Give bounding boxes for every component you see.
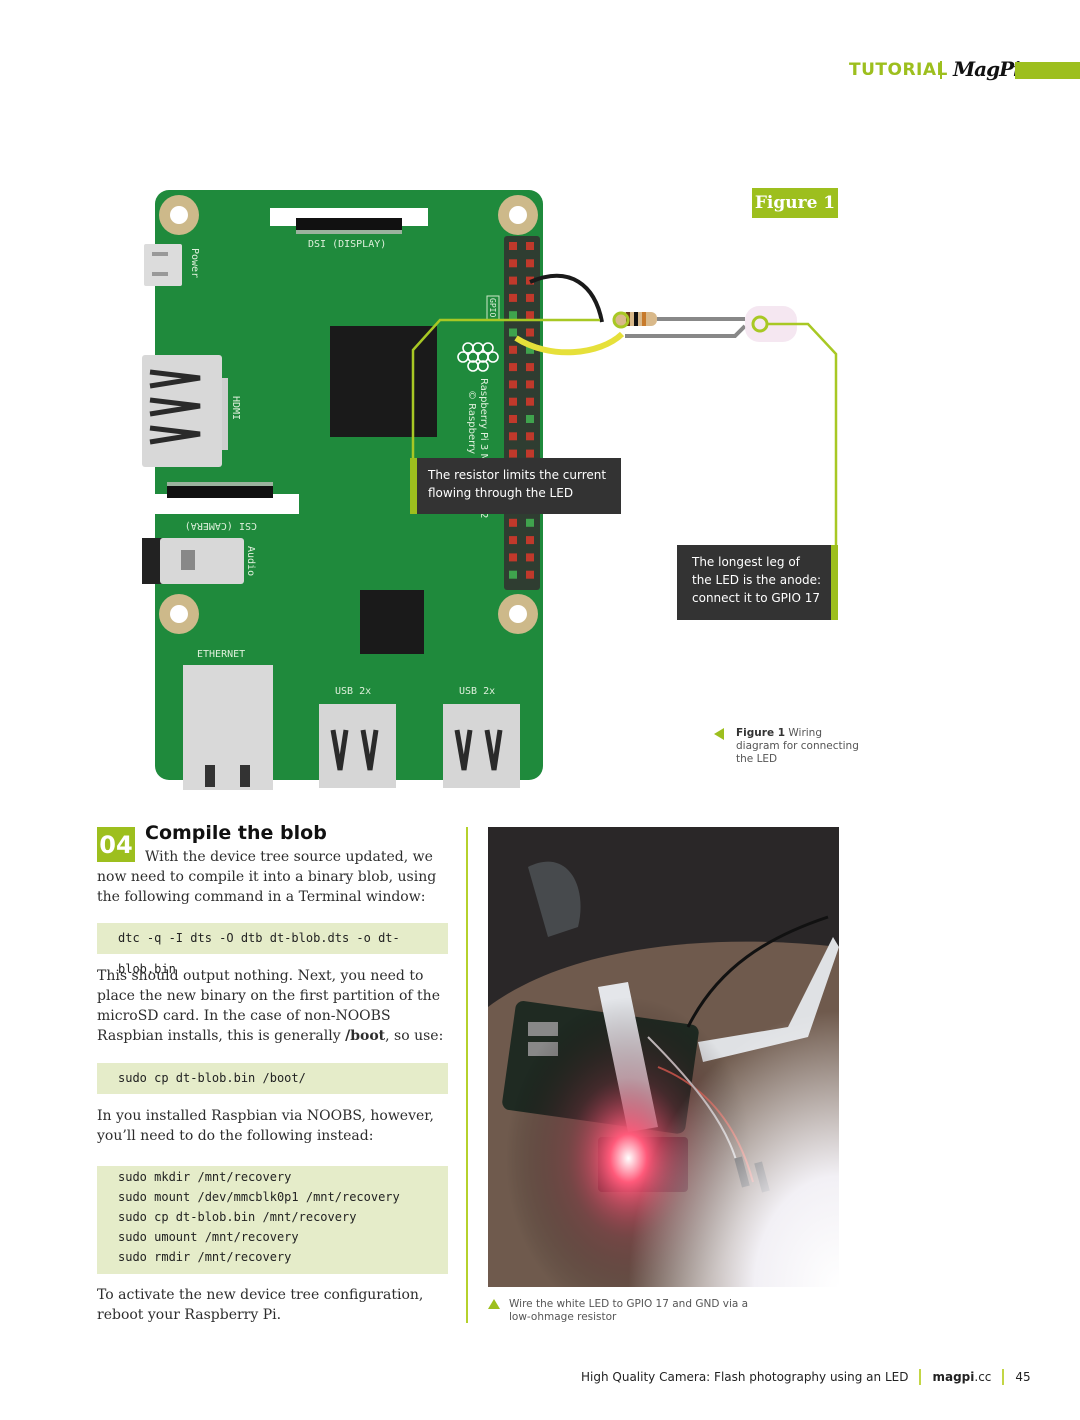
usb-label-2: USB 2x (459, 686, 495, 697)
header-divider (940, 61, 942, 79)
code-line: sudo mkdir /mnt/recovery (118, 1170, 292, 1184)
page-footer: High Quality Camera: Flash photography u… (581, 1369, 1031, 1385)
header-accent-bar (1015, 62, 1080, 79)
section-label: TUTORIAL (849, 60, 948, 80)
code-line: sudo rmdir /mnt/recovery (118, 1250, 292, 1264)
caption-label: Figure 1 (736, 727, 786, 739)
led-anode-callout: The longest leg of the LED is the anode:… (677, 545, 838, 620)
wiring-diagram: DSI (DISPLAY) ETHERNET USB 2x USB 2x Pow… (142, 190, 838, 790)
code-line: sudo umount /mnt/recovery (118, 1230, 299, 1244)
code-line: sudo mount /dev/mmcblk0p1 /mnt/recovery (118, 1190, 400, 1204)
gpio-label: GPIO (488, 298, 497, 317)
figure-badge: Figure 1 (752, 188, 838, 218)
callout-text: The longest leg of (692, 555, 800, 569)
code-block: sudo cp dt-blob.bin /boot/ (97, 1063, 448, 1094)
csi-label: CSI (CAMERA) (185, 520, 257, 531)
callout-text: flowing through the LED (428, 486, 574, 500)
step-title: Compile the blob (145, 822, 327, 844)
step-number-badge: 04 (97, 827, 135, 862)
magpi-logo: MagPi (953, 57, 1021, 81)
callout-text: The resistor limits the current (428, 468, 607, 482)
caption-text: Wiring diagram for connecting the LED (736, 727, 859, 765)
photo-caption: Wire the white LED to GPIO 17 and GND vi… (488, 1298, 769, 1324)
callout-text: connect it to GPIO 17 (692, 591, 820, 605)
callout-text: the LED is the anode: (692, 573, 822, 587)
usb-label-1: USB 2x (335, 686, 371, 697)
caption-arrow-up-icon (488, 1299, 500, 1309)
copyright-label: © Raspberry Pi 2015 (466, 390, 477, 494)
resistor-callout: The resistor limits the current flowing … (410, 458, 621, 514)
hdmi-label: HDMI (230, 396, 241, 420)
site-name-bold: magpi (932, 1370, 975, 1384)
dsi-label: DSI (DISPLAY) (308, 239, 386, 250)
code-line: sudo cp dt-blob.bin /mnt/recovery (118, 1210, 357, 1224)
paragraph: To activate the new device tree configur… (97, 1287, 424, 1323)
code-block-noobs: sudo mkdir /mnt/recovery sudo mount /dev… (97, 1166, 448, 1274)
code-block: dtc -q -I dts -O dtb dt-blob.dts -o dt-b… (97, 923, 448, 976)
site-link[interactable]: magpi.cc (932, 1370, 991, 1384)
paragraph: This should output nothing. Next, you ne… (97, 966, 449, 1046)
caption-arrow-left-icon (714, 728, 724, 740)
footer-divider (919, 1369, 922, 1385)
ethernet-label: ETHERNET (197, 649, 245, 660)
power-label: Power (189, 248, 200, 278)
audio-label: Audio (245, 546, 256, 576)
footer-divider (1002, 1369, 1005, 1385)
page-number: 45 (1015, 1370, 1031, 1384)
site-tld: .cc (974, 1370, 992, 1384)
paragraph: In you installed Raspbian via NOOBS, how… (97, 1108, 434, 1144)
led-setup-photo (488, 827, 839, 1287)
paragraph-text: This should output nothing. Next, you ne… (97, 968, 440, 1044)
column-divider (466, 827, 468, 1323)
article-title: High Quality Camera: Flash photography u… (581, 1370, 909, 1384)
model-label: Raspberry Pi 3 Model B v1.2 (478, 378, 489, 518)
figure-caption: Figure 1 Wiring diagram for connecting t… (714, 727, 866, 766)
paragraph: With the device tree source updated, we … (97, 849, 437, 905)
caption-text: Wire the white LED to GPIO 17 and GND vi… (509, 1298, 749, 1323)
boot-path: /boot (345, 1028, 386, 1044)
paragraph-text: , so use: (385, 1028, 444, 1044)
